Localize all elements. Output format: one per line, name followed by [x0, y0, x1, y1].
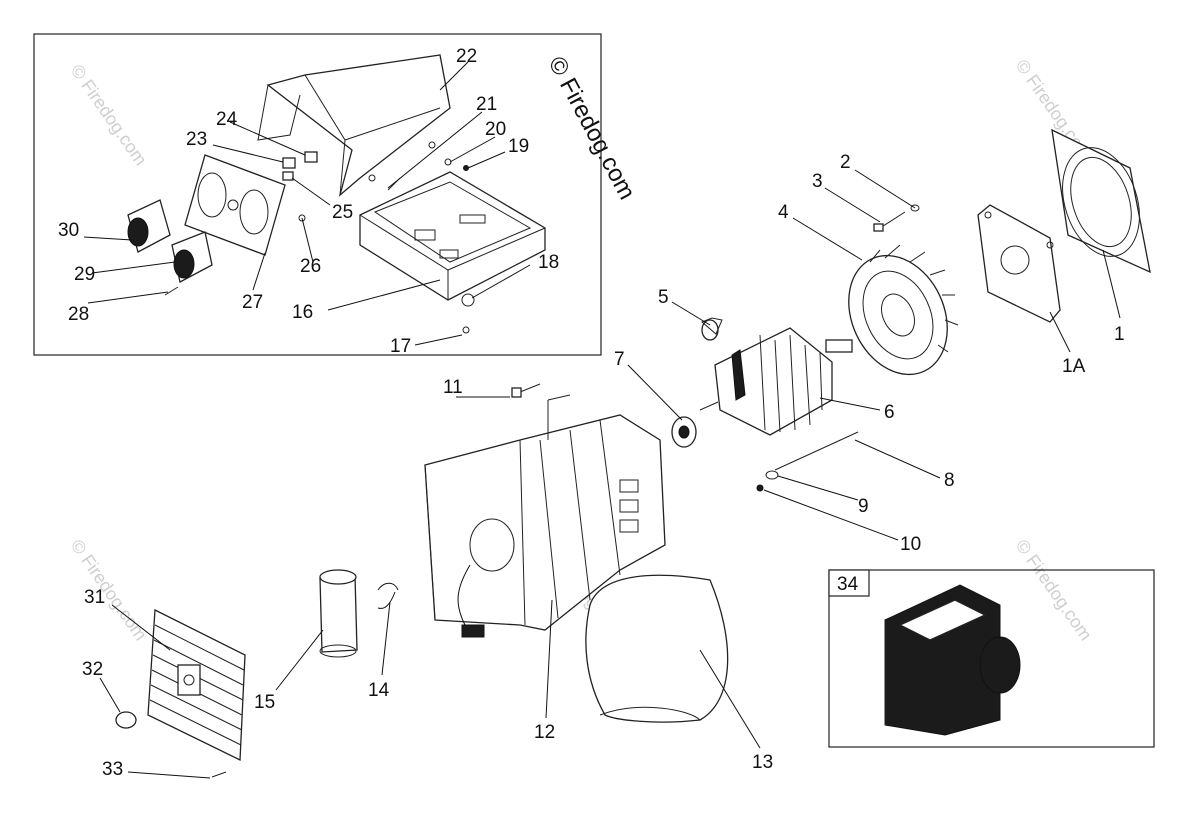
callout-24: 24 — [216, 109, 238, 130]
leader-lines — [83, 61, 1121, 779]
part-13-band — [585, 574, 729, 723]
callout-20: 20 — [485, 119, 506, 140]
part-14-clip — [377, 582, 399, 609]
callout-19: 19 — [508, 136, 529, 157]
callout-16: 16 — [292, 302, 313, 323]
callout-10: 10 — [900, 534, 921, 555]
parts-29-30-receptacles — [127, 199, 213, 283]
callout-15: 15 — [254, 692, 275, 713]
parts-23-25-switches — [282, 151, 318, 181]
part-12-stator — [424, 394, 666, 638]
callout-9: 9 — [858, 496, 869, 517]
callout-22: 22 — [456, 46, 477, 67]
callout-25: 25 — [332, 202, 353, 223]
part-11-bolt — [511, 383, 541, 398]
callout-17: 17 — [390, 336, 411, 357]
part-16-box — [359, 171, 546, 334]
inset-34: 34 — [828, 569, 1155, 748]
watermark-mid-right: © Firedog.com — [1012, 536, 1096, 644]
watermark-main: © Firedog.com — [543, 52, 641, 204]
part-19-screw — [463, 165, 469, 171]
callout-29: 29 — [74, 264, 95, 285]
callout-5: 5 — [658, 287, 669, 308]
part-33-screw — [211, 771, 227, 778]
callout-3: 3 — [812, 171, 823, 192]
part-27-panel — [184, 154, 286, 256]
callout-7: 7 — [614, 349, 625, 370]
part-28-screw — [164, 286, 179, 296]
callout-1: 1 — [1114, 324, 1125, 345]
part-26-screw — [298, 214, 306, 222]
callout-32: 32 — [82, 659, 103, 680]
callout-numbers: 1 1A 2 3 4 5 6 7 8 9 10 11 12 13 14 15 1… — [58, 46, 1125, 780]
callout-2: 2 — [840, 152, 851, 173]
part-9-washer — [765, 470, 779, 480]
callout-11: 11 — [443, 377, 463, 398]
part-22-cover — [257, 54, 451, 197]
part-5-nut — [701, 317, 723, 341]
callout-26: 26 — [300, 256, 321, 277]
callout-12: 12 — [534, 722, 555, 743]
callout-31: 31 — [84, 587, 105, 608]
callout-8: 8 — [944, 470, 955, 491]
callout-6: 6 — [884, 402, 895, 423]
inset-34-label: 34 — [837, 574, 859, 595]
callout-4: 4 — [778, 202, 789, 223]
callout-18: 18 — [538, 252, 559, 273]
callout-14: 14 — [368, 680, 390, 701]
control-box-frame — [33, 33, 602, 356]
part-1a-plate — [977, 204, 1061, 323]
callout-30: 30 — [58, 220, 79, 241]
part-6-rotor — [699, 327, 853, 436]
part-4-fan — [848, 244, 959, 376]
watermark-top-left: © Firedog.com — [67, 61, 151, 169]
callout-33: 33 — [102, 759, 123, 780]
callout-21: 21 — [476, 94, 497, 115]
callout-23: 23 — [186, 129, 207, 150]
part-10-nut — [756, 484, 764, 492]
part-7-bearing — [671, 416, 697, 448]
callout-28: 28 — [68, 304, 89, 325]
callout-13: 13 — [752, 752, 773, 773]
part-1-end-bell — [1051, 128, 1151, 274]
callout-1a: 1A — [1062, 356, 1086, 377]
part-32-knob — [115, 711, 137, 729]
callout-27: 27 — [242, 292, 263, 313]
parts-2-3-bolt — [873, 204, 920, 232]
watermark-mid-left: © Firedog.com — [67, 536, 151, 644]
part-31-grille — [147, 608, 246, 762]
part-15-capacitor — [319, 569, 358, 658]
part-8-through-bolt — [774, 431, 859, 471]
